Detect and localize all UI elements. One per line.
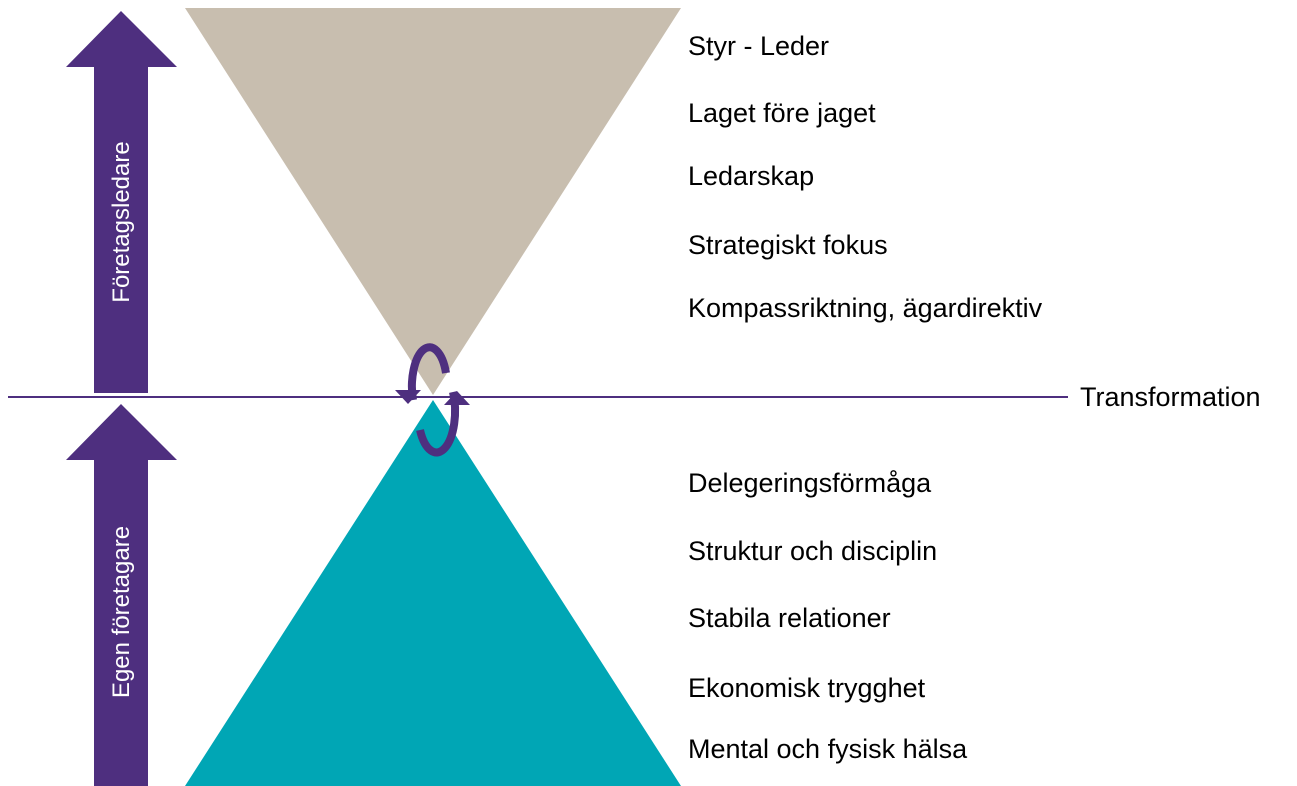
upper-item: Strategiskt fokus [688, 230, 888, 260]
upper-items-list: Styr - Leder Laget före jaget Ledarskap … [688, 31, 1043, 323]
upper-item: Laget före jaget [688, 98, 876, 128]
lower-item: Mental och fysisk hälsa [688, 734, 968, 764]
upper-item: Styr - Leder [688, 31, 829, 61]
lower-triangle [185, 400, 681, 786]
transformation-label: Transformation [1080, 382, 1261, 412]
upper-triangle [185, 8, 681, 395]
lower-arrow [66, 404, 177, 786]
upper-item: Kompassriktning, ägardirektiv [688, 293, 1043, 323]
transformation-cycle-icon [395, 343, 470, 457]
lower-item: Ekonomisk trygghet [688, 673, 926, 703]
lower-items-list: Delegeringsförmåga Struktur och discipli… [688, 468, 968, 764]
lower-item: Struktur och disciplin [688, 536, 937, 566]
upper-arrow-label: Företagsledare [108, 141, 135, 302]
lower-item: Delegeringsförmåga [688, 468, 932, 498]
upper-item: Ledarskap [688, 161, 814, 191]
upper-arrow [66, 11, 177, 393]
lower-arrow-label: Egen företagare [108, 526, 135, 698]
lower-item: Stabila relationer [688, 603, 891, 633]
